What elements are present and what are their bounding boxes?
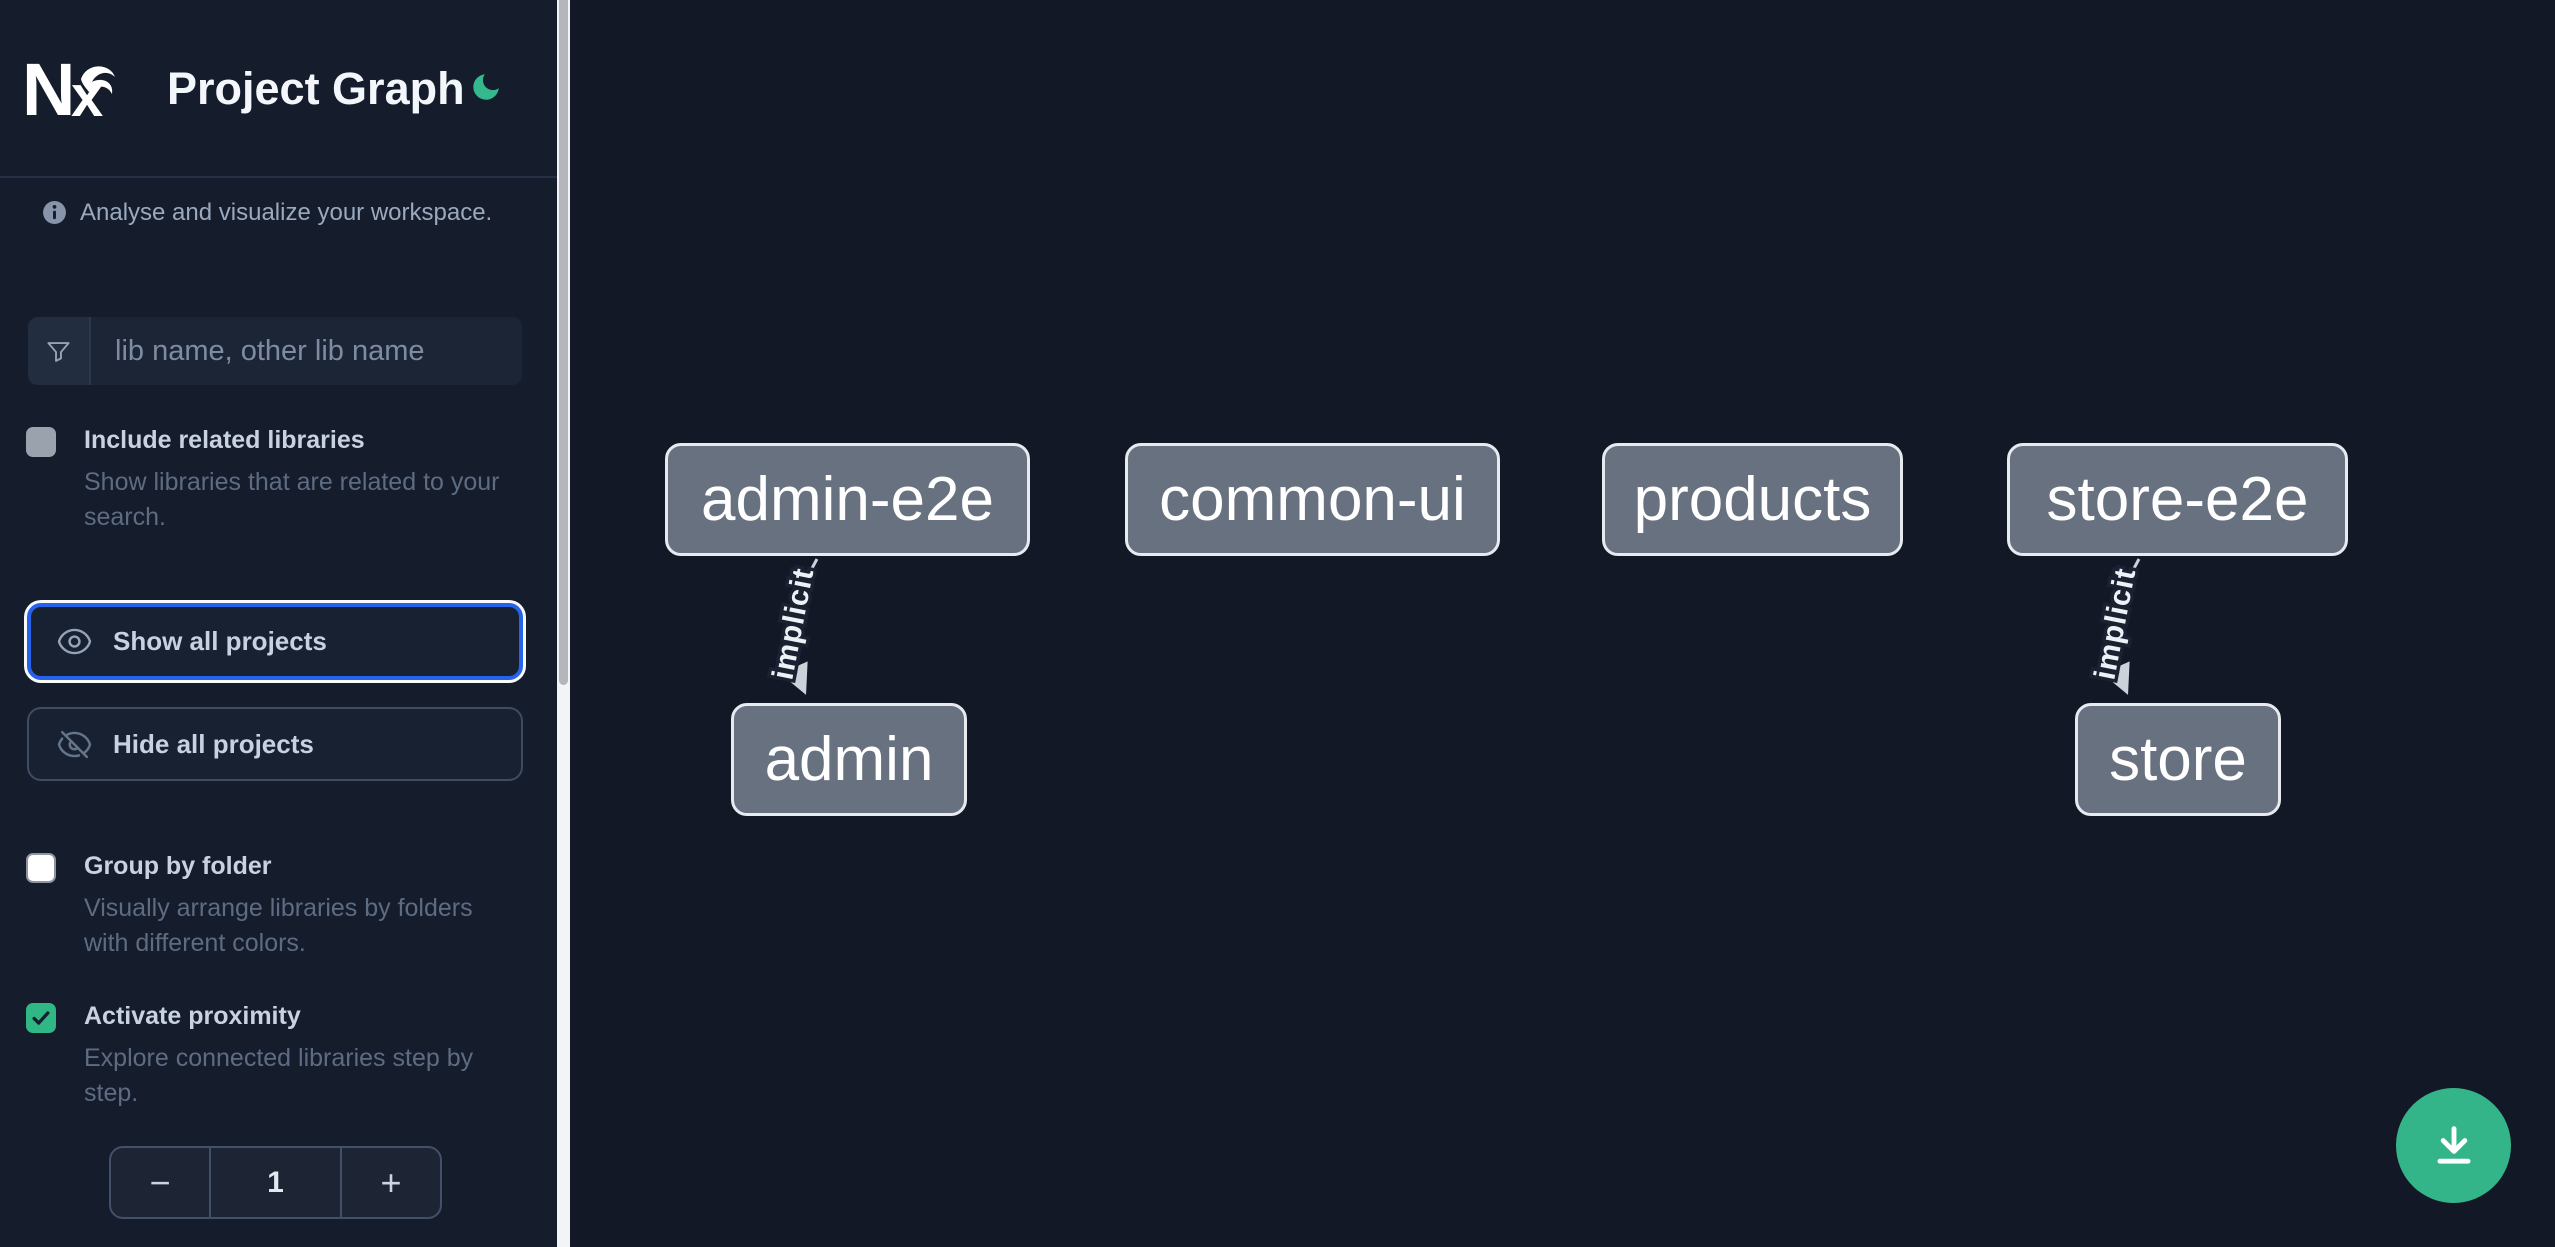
hide-all-projects-button[interactable]: Hide all projects xyxy=(27,707,523,781)
option-include-related-description: Show libraries that are related to your … xyxy=(84,468,500,531)
graph-node-admin-e2e[interactable]: admin-e2e xyxy=(665,443,1030,556)
graph-node-store[interactable]: store xyxy=(2075,703,2281,816)
download-icon xyxy=(2436,1125,2471,1164)
theme-toggle-button[interactable] xyxy=(466,68,506,108)
eye-icon xyxy=(57,628,92,655)
checkbox-include-related-libraries[interactable] xyxy=(26,427,56,457)
checkbox-group-by-folder[interactable] xyxy=(26,853,56,883)
option-group-by-folder-description: Visually arrange libraries by folders wi… xyxy=(84,894,473,957)
sidebar-scrollbar-track xyxy=(557,0,570,1247)
option-activate-proximity-label[interactable]: Activate proximity xyxy=(84,1002,301,1030)
option-activate-proximity-description: Explore connected libraries step by step… xyxy=(84,1044,474,1107)
nx-logo-icon: N x xyxy=(26,58,115,120)
checkbox-activate-proximity[interactable] xyxy=(26,1003,56,1033)
info-icon xyxy=(43,201,66,224)
sidebar-scrollbar-thumb[interactable] xyxy=(559,0,568,685)
moon-icon xyxy=(473,73,499,100)
eye-off-icon xyxy=(57,730,92,758)
funnel-icon xyxy=(47,341,70,362)
option-activate-proximity: Activate proximity Explore connected lib… xyxy=(0,1002,557,1122)
option-include-related-label[interactable]: Include related libraries xyxy=(84,426,365,454)
filter-input[interactable] xyxy=(93,317,522,385)
sidebar-header: N x Project Graph xyxy=(0,0,557,178)
filter-field xyxy=(28,317,522,385)
graph-node-common-ui[interactable]: common-ui xyxy=(1125,443,1500,556)
workspace-info-row: Analyse and visualize your workspace. xyxy=(0,196,557,236)
show-all-projects-label: Show all projects xyxy=(113,626,327,656)
svg-text:N: N xyxy=(26,58,75,120)
show-all-projects-button[interactable]: Show all projects xyxy=(27,603,523,680)
decrement-button[interactable]: − xyxy=(111,1148,209,1217)
option-group-by-folder-label[interactable]: Group by folder xyxy=(84,852,272,880)
option-group-by-folder: Group by folder Visually arrange librari… xyxy=(0,852,557,972)
graph-canvas[interactable] xyxy=(570,0,2555,1247)
proximity-depth-input[interactable] xyxy=(209,1148,342,1217)
sidebar: N x Project Graph Analyse and visualize … xyxy=(0,0,557,1247)
graph-node-products[interactable]: products xyxy=(1602,443,1903,556)
page-title: Project Graph xyxy=(167,63,465,114)
graph-node-admin[interactable]: admin xyxy=(731,703,967,816)
option-include-related: Include related libraries Show libraries… xyxy=(0,426,557,546)
proximity-depth-stepper: − + xyxy=(109,1146,442,1219)
workspace-info-text: Analyse and visualize your workspace. xyxy=(80,199,493,226)
download-graph-button[interactable] xyxy=(2396,1088,2511,1203)
hide-all-projects-label: Hide all projects xyxy=(113,728,314,759)
graph-node-store-e2e[interactable]: store-e2e xyxy=(2007,443,2348,556)
check-icon xyxy=(32,1011,50,1025)
filter-icon-cell xyxy=(28,317,91,385)
increment-button[interactable]: + xyxy=(342,1148,440,1217)
